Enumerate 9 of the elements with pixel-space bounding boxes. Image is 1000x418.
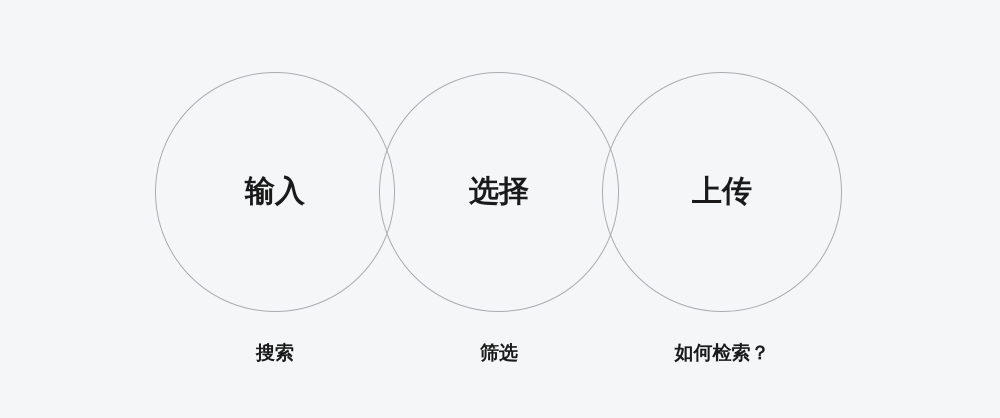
circle (379, 72, 619, 312)
caption-text: 如何检索？ (674, 341, 770, 366)
circle-label: 选择 (468, 173, 530, 211)
caption-text: 筛选 (480, 341, 518, 366)
circle (155, 72, 395, 312)
circle-label: 上传 (691, 173, 753, 211)
circle (602, 72, 842, 312)
caption-text: 搜索 (256, 341, 294, 366)
circle-label: 输入 (244, 173, 306, 211)
